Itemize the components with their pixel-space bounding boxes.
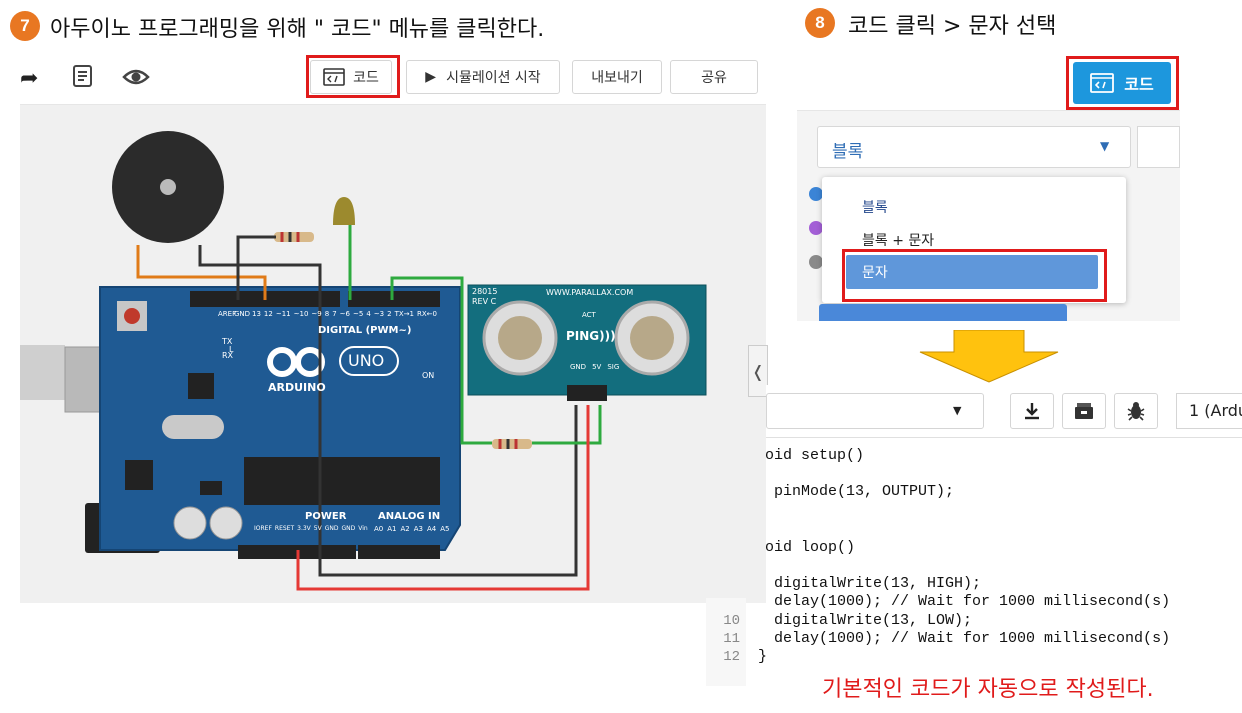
side-button[interactable] <box>1137 126 1180 168</box>
text-option-highlight <box>842 249 1107 302</box>
caption: 기본적인 코드가 자동으로 작성된다. <box>822 677 1154 702</box>
debug-button[interactable] <box>1114 393 1158 429</box>
aref-label: AREF <box>218 310 237 318</box>
editor-toolbar: ➦ 코드 ▶시뮬레이션 시작 내보내기 공유 <box>20 52 766 105</box>
download-button[interactable] <box>1010 393 1054 429</box>
option-text-selected[interactable]: 문자 <box>846 255 1098 289</box>
library-icon <box>1075 403 1093 419</box>
play-icon: ▶ <box>425 69 437 85</box>
rx-label: RX <box>222 351 234 360</box>
line-number: 10 <box>723 613 740 629</box>
code-mode-select[interactable]: 블록 ▼ <box>817 126 1131 168</box>
code-line[interactable]: delay(1000); // Wait for 1000 millisecon… <box>765 593 1171 610</box>
code-icon <box>323 68 345 86</box>
on-label: ON <box>422 371 435 380</box>
code-toolbar-top: 코드 <box>797 52 1180 111</box>
circuit-drawing <box>20 131 707 591</box>
code-editor-toolbar: ▼ 1 (Ardu <box>766 385 1242 438</box>
category-dot-purple <box>809 221 823 235</box>
arduino-logo <box>267 347 325 377</box>
block-item-preview <box>819 304 1067 321</box>
code-icon <box>1090 73 1115 93</box>
share-button[interactable]: 공유 <box>670 60 758 94</box>
category-dot-gray <box>809 255 823 269</box>
code-line[interactable]: digitalWrite(13, LOW); <box>765 612 973 629</box>
code-line[interactable]: } <box>758 648 768 665</box>
digital-label: DIGITAL (PWM~) <box>318 325 412 336</box>
code-line[interactable]: digitalWrite(13, HIGH); <box>765 575 982 592</box>
ping-site: WWW.PARALLAX.COM <box>546 288 634 297</box>
code-mode-select-value: 블록 <box>832 142 864 162</box>
download-icon <box>1025 403 1039 420</box>
code-mode-dropdown: 블록 블록 + 문자 문자 <box>822 177 1126 303</box>
bug-icon <box>1127 402 1145 421</box>
step-8-badge: 8 <box>805 8 835 38</box>
option-blocks[interactable]: 블록 <box>862 200 888 216</box>
code-line[interactable]: oid setup() <box>765 447 865 464</box>
code-mode-panel: 블록 ▼ 블록 블록 + 문자 문자 <box>797 111 1180 321</box>
analog-label: ANALOG IN <box>378 511 441 522</box>
circuit-canvas[interactable]: ARDUINO UNO DIGITAL (PWM~) POWER ANALOG … <box>20 105 766 603</box>
line-gutter <box>706 598 746 686</box>
code-button-highlight <box>306 55 400 98</box>
start-simulation-button[interactable]: ▶시뮬레이션 시작 <box>406 60 560 94</box>
panel-collapse-handle[interactable]: ❬ <box>748 345 768 397</box>
code-line[interactable]: oid loop() <box>765 539 856 556</box>
power-label: POWER <box>305 511 347 522</box>
ping-act: ACT <box>582 311 596 319</box>
gnd-label: GND <box>234 310 251 318</box>
board-select[interactable]: 1 (Ardu <box>1176 393 1242 429</box>
step-8-title: 코드 클릭 > 문자 선택 <box>848 14 1057 39</box>
tx-label: TX <box>222 337 233 346</box>
code-line[interactable]: delay(1000); // Wait for 1000 millisecon… <box>765 630 1171 647</box>
eye-icon[interactable] <box>122 65 150 89</box>
ping-name: PING))) <box>566 329 616 343</box>
arduino-logo-text: ARDUINO <box>268 381 326 394</box>
l-led-label: L <box>229 345 234 354</box>
code-button-active[interactable]: 코드 <box>1073 62 1171 104</box>
notes-icon[interactable] <box>72 64 94 90</box>
ping-rev: REV C <box>472 297 497 306</box>
share-arrow-icon[interactable]: ➦ <box>20 66 39 91</box>
code-button[interactable]: 코드 <box>310 60 392 94</box>
code-editor: ▼ 1 (Ardu <box>766 385 1242 685</box>
line-number: 12 <box>723 649 740 665</box>
step-7-title: 아두이노 프로그래밍을 위해 " 코드" 메뉴를 클릭한다. <box>50 17 545 42</box>
option-blocks-text[interactable]: 블록 + 문자 <box>862 233 935 249</box>
category-dot-blue <box>809 187 823 201</box>
file-select[interactable]: ▼ <box>766 393 984 429</box>
code-line[interactable]: pinMode(13, OUTPUT); <box>765 483 955 500</box>
library-button[interactable] <box>1062 393 1106 429</box>
line-number: 11 <box>723 631 740 647</box>
code-button-active-highlight <box>1066 56 1179 110</box>
ping-model: 28015 <box>472 287 498 296</box>
uno-label: UNO <box>348 351 385 370</box>
chevron-down-icon: ▼ <box>953 404 962 417</box>
down-arrow-icon <box>919 330 1059 383</box>
export-button[interactable]: 내보내기 <box>572 60 662 94</box>
chevron-down-icon: ▼ <box>1100 139 1110 153</box>
step-7-badge: 7 <box>10 11 40 41</box>
